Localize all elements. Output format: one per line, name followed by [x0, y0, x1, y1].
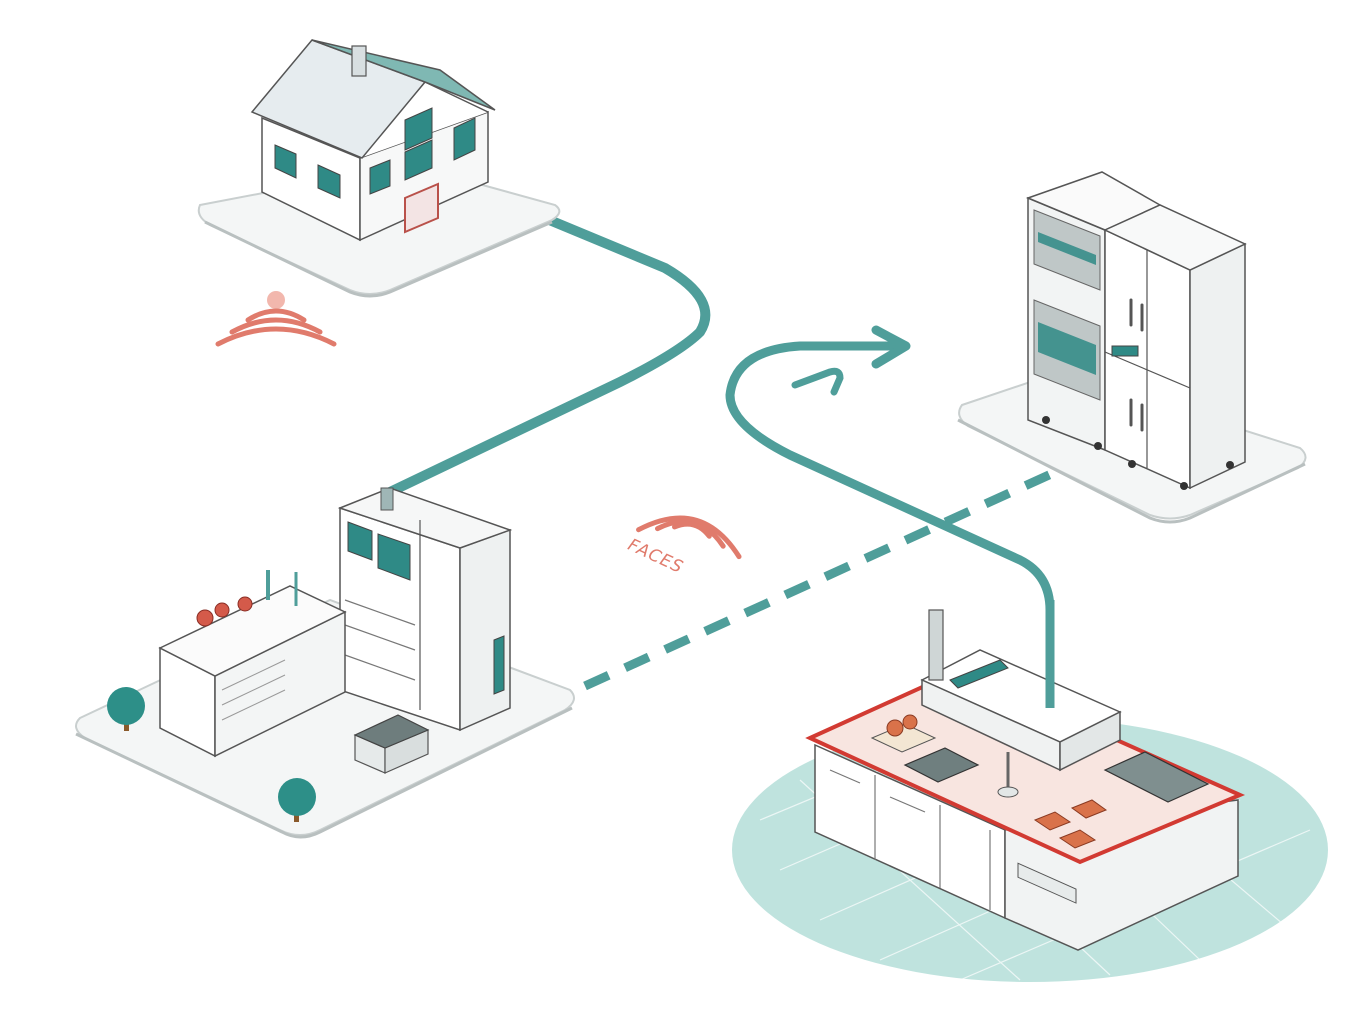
tree-icon [278, 778, 316, 822]
prep-kitchen-node [75, 487, 575, 839]
connector-lines [385, 209, 1062, 711]
wireless-signal-icon [636, 515, 742, 560]
arrowhead-icon [871, 325, 911, 369]
kitchen-prep-icon [158, 487, 513, 774]
kitchen-island-icon [805, 600, 1246, 951]
connector-house-to-prep [385, 209, 711, 497]
house-icon [250, 39, 496, 242]
signal-label: FACES [625, 535, 687, 578]
wireless-signal-icon [215, 291, 337, 347]
tree-icon [107, 687, 145, 731]
hook-marker-icon [791, 367, 844, 396]
connector-island-to-storage [725, 341, 1055, 711]
storage-unit-node [957, 171, 1307, 524]
refrigeration-unit-icon [1025, 171, 1247, 490]
house-node [197, 39, 561, 298]
kitchen-island-node [732, 600, 1328, 982]
